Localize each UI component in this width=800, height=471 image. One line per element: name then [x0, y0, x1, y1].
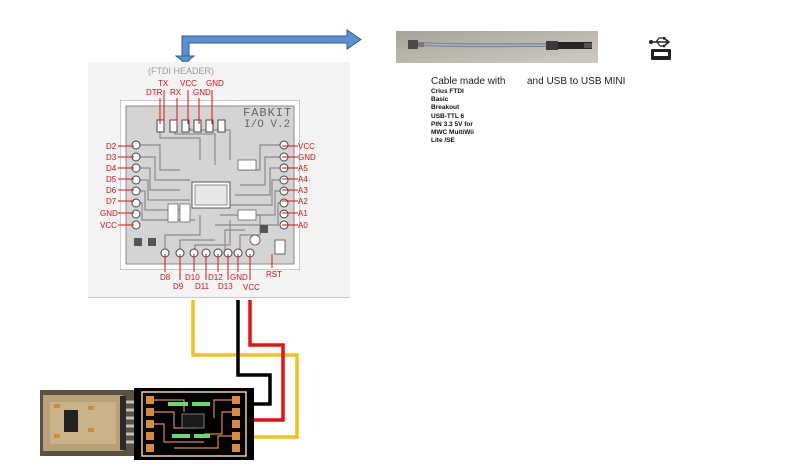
- pin-label-d10: D10: [185, 273, 200, 282]
- red-wire: [248, 300, 285, 422]
- pin-label-d12: D12: [208, 273, 223, 282]
- ftdi-board-photo: [40, 390, 145, 456]
- cable-notes: Crius FTDI Basic Breakout USB-TTL 6 PIN …: [431, 88, 474, 145]
- note-line: Breakout: [431, 104, 460, 112]
- pin-label-d4: D4: [106, 164, 117, 173]
- pin-label-d11: D11: [195, 282, 210, 291]
- pin-label-gnd-top1: GND: [193, 88, 211, 97]
- note-line: USB-TTL 6: [431, 112, 465, 120]
- pin-label-gnd-top2: GND: [206, 79, 224, 88]
- cable-caption: Cable made with: [431, 76, 506, 87]
- pin-label-gnd-bottom: GND: [230, 273, 248, 282]
- note-line: Basic: [431, 96, 449, 104]
- pin-label-gnd-left: GND: [100, 209, 118, 218]
- pin-label-a4: A4: [298, 175, 308, 184]
- pin-label-a2: A2: [298, 197, 308, 206]
- pin-label-vcc-left: VCC: [100, 221, 117, 230]
- panel-divider: [88, 297, 350, 298]
- pin-label-rst: RST: [266, 270, 282, 279]
- usb-caption: and USB to USB MINI: [527, 76, 626, 87]
- pin-label-d6: D6: [106, 186, 117, 195]
- note-line: PIN 3.3 5V for: [431, 120, 473, 128]
- pin-label-a1: A1: [298, 209, 308, 218]
- pin-label-d2: D2: [106, 142, 117, 151]
- bottom-pin-leaders: [164, 254, 273, 280]
- ftdi-adapter-photo: [134, 388, 254, 460]
- usb-icon: [649, 37, 671, 60]
- arrow-icon: [175, 29, 362, 64]
- board-title: FABKIT: [243, 106, 293, 120]
- board-version: I/O V.2: [244, 119, 291, 131]
- pin-label-a0: A0: [298, 221, 308, 230]
- ftdi-header-label: (FTDI HEADER): [148, 66, 214, 76]
- note-line: Crius FTDI: [431, 88, 464, 95]
- pin-label-d5: D5: [106, 175, 117, 184]
- cable-photo: [396, 31, 598, 63]
- top-pin-leaders: [159, 90, 213, 124]
- pin-label-vcc-top: VCC: [180, 79, 197, 88]
- pin-label-d3: D3: [106, 153, 117, 162]
- pin-label-d13: D13: [218, 282, 233, 291]
- black-wire: [236, 300, 272, 406]
- pin-label-vcc-bottom: VCC: [243, 283, 260, 292]
- pin-label-vcc-right: VCC: [298, 142, 315, 151]
- pin-label-d8: D8: [160, 273, 171, 282]
- pin-label-rx: RX: [170, 88, 182, 97]
- side-pin-leaders: [118, 145, 298, 226]
- pin-label-d7: D7: [106, 197, 117, 206]
- pin-label-gnd-right: GND: [298, 153, 316, 162]
- note-line: MWC MultiWii: [431, 129, 474, 137]
- pcb-layout: [120, 100, 300, 270]
- pin-label-d9: D9: [173, 282, 184, 291]
- pin-label-a5: A5: [298, 164, 308, 173]
- pin-label-tx: TX: [158, 79, 169, 88]
- pin-label-a3: A3: [298, 186, 308, 195]
- pin-label-dtr: DTR: [146, 88, 163, 97]
- note-line: Lite /SE: [431, 137, 455, 145]
